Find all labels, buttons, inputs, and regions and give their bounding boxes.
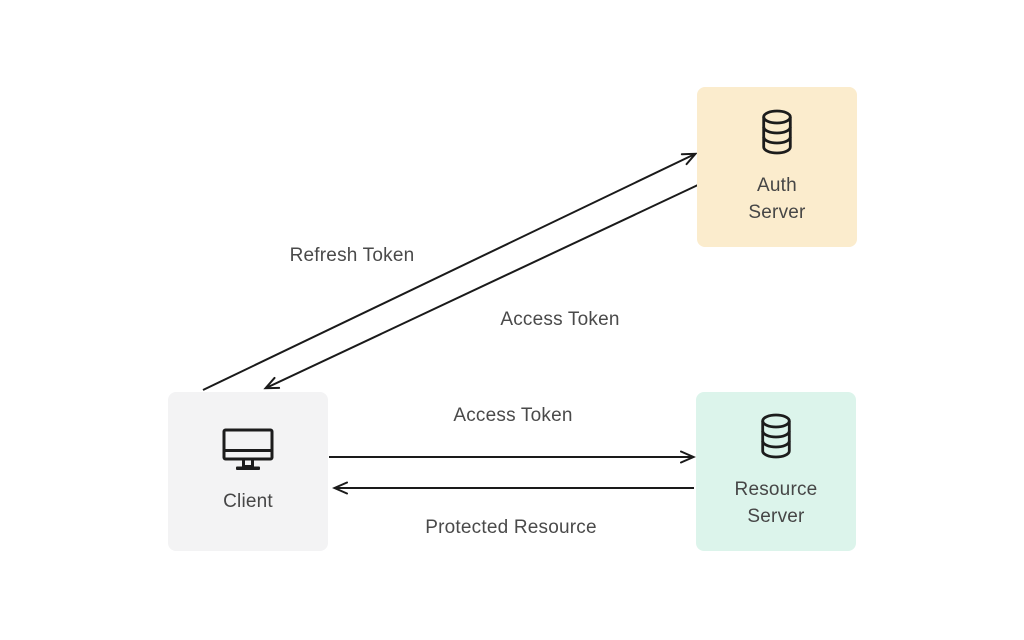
node-label-client: Client — [223, 491, 273, 512]
node-resource-server: Resource Server — [696, 392, 856, 551]
database-icon — [761, 413, 791, 459]
access-token-from-auth-arrow — [263, 183, 701, 390]
edge-label-refresh-token: Refresh Token — [289, 245, 415, 266]
database-icon — [762, 109, 792, 154]
refresh-token-arrow — [202, 152, 698, 391]
node-client: Client — [168, 392, 328, 551]
node-label-resource-server: Resource Server — [734, 479, 818, 527]
node-auth-server: Auth Server — [697, 87, 857, 247]
edge-label-protected-resource: Protected Resource — [425, 517, 597, 538]
monitor-icon — [222, 428, 274, 470]
edge-label-access-token-to-resource: Access Token — [453, 405, 573, 426]
edge-label-access-token-from-auth: Access Token — [500, 309, 620, 330]
node-label-auth-server: Auth Server — [748, 174, 806, 223]
